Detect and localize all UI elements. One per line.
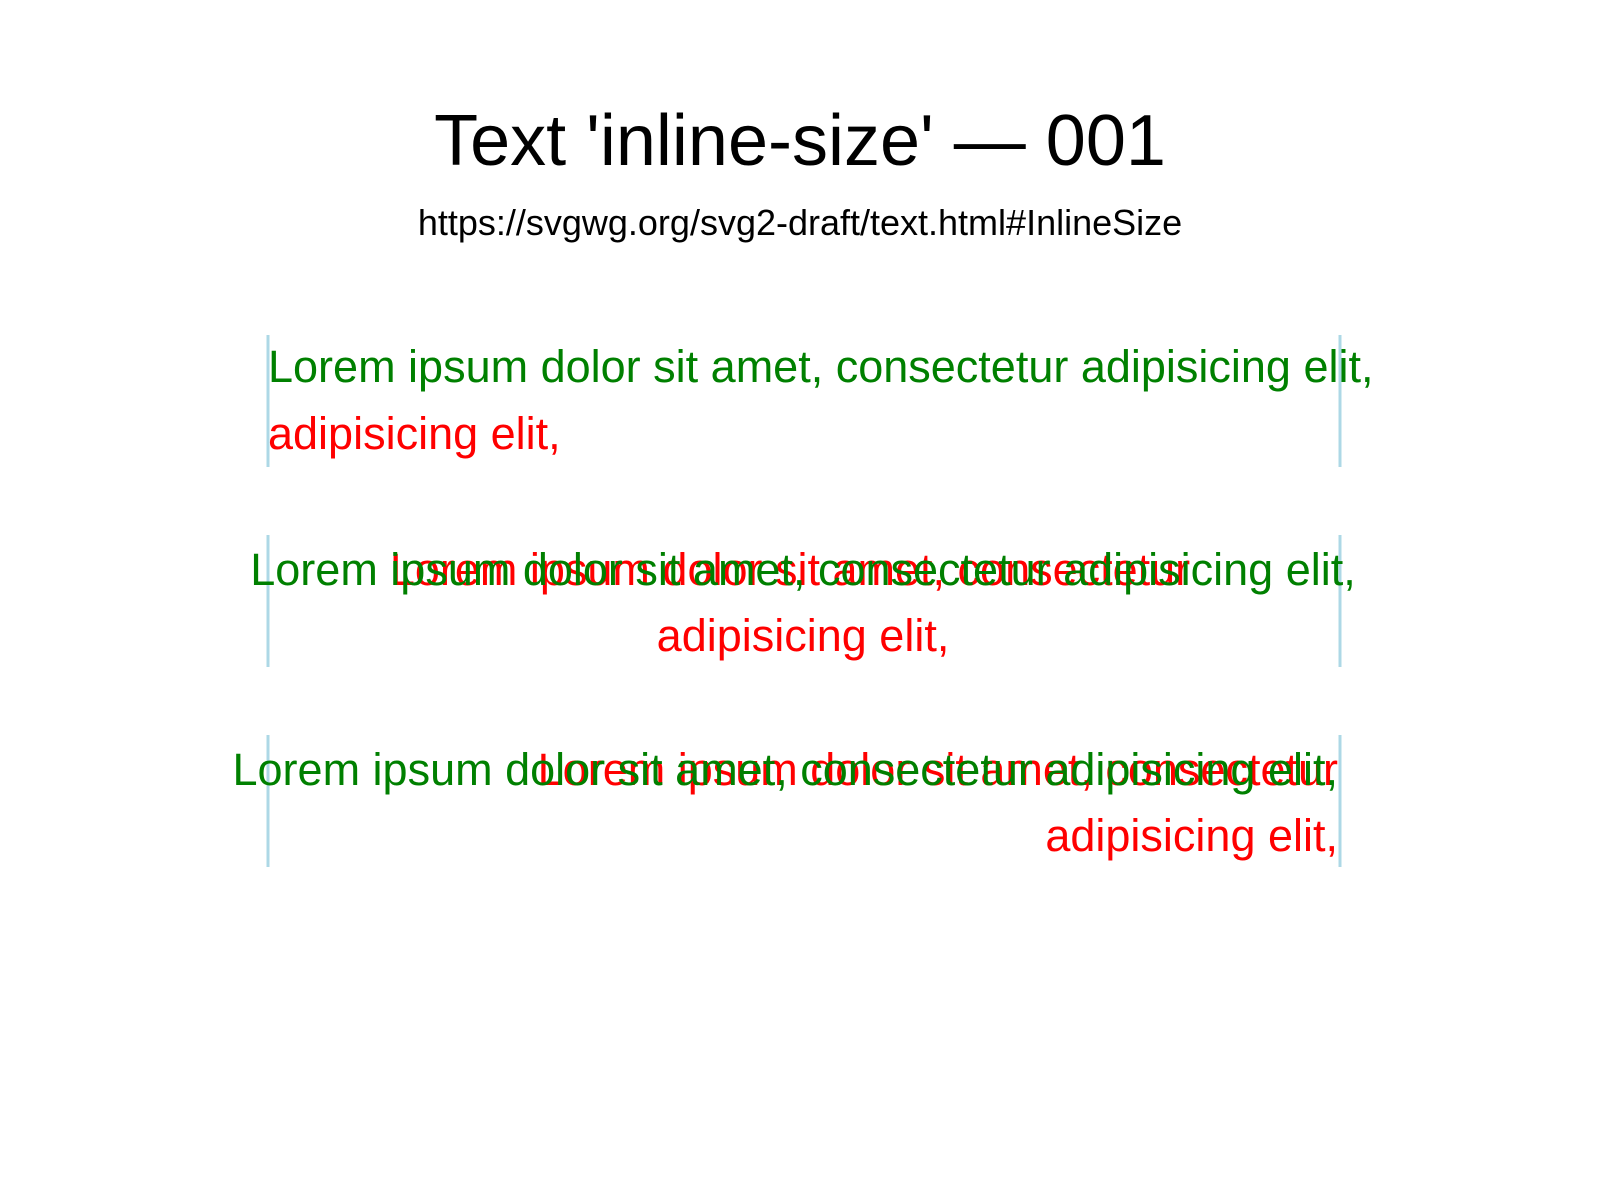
sample-end: Lorem ipsum dolor sit amet, consectetur … [233,735,1342,867]
reference-line: Lorem ipsum dolor sit amet, consectetur … [250,544,1356,595]
test-line-2: adipisicing elit, [1045,810,1338,861]
test-line-1: Lorem ipsum dolor sit amet, consectetur [390,544,1190,595]
test-line-2: adipisicing elit, [268,408,561,459]
test-line-1: Lorem ipsum dolor sit amet, consectetur [538,744,1338,795]
reference-line: Lorem ipsum dolor sit amet, consectetur … [268,341,1374,392]
page-title: Text 'inline-size' — 001 [434,101,1166,181]
sample-middle: Lorem ipsum dolor sit amet, consectetur … [250,535,1356,667]
test-line-2: adipisicing elit, [657,610,950,661]
sample-start: adipisicing elit, Lorem ipsum dolor sit … [266,335,1374,467]
reference-line: Lorem ipsum dolor sit amet, consectetur … [233,744,1339,795]
spec-url: https://svgwg.org/svg2-draft/text.html#I… [418,202,1182,243]
